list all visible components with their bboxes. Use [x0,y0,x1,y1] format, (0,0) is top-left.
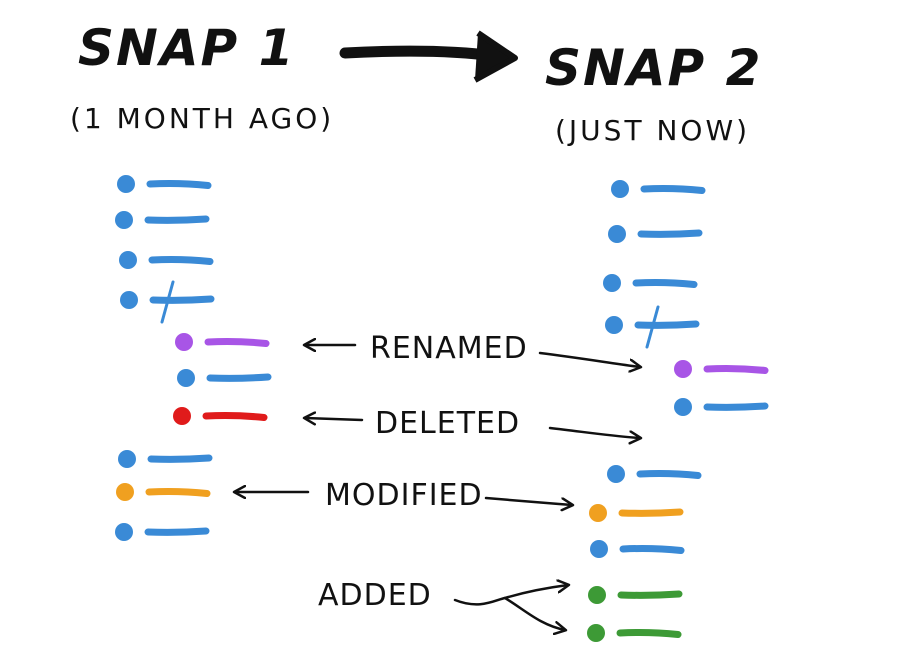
deleted-label: DELETED [375,406,520,441]
file-name-bar [640,185,706,194]
file-name-bar [634,320,700,329]
snap2-entry-unchanged [605,305,700,349]
snap1-entry-deleted [173,407,268,425]
file-dot-icon [177,369,195,387]
snap2-entry-unchanged [603,274,698,292]
file-name-bar [618,508,684,517]
file-dot-icon [674,398,692,416]
file-name-bar [206,373,272,382]
renamed-label: RENAMED [370,331,528,366]
snap2-entry-renamed [674,360,769,378]
file-name-bar [616,629,682,638]
file-dot-icon [590,540,608,558]
file-dot-icon [117,175,135,193]
file-name-bar [617,590,683,599]
snap1-entry-modified [116,483,211,501]
file-dot-icon [115,211,133,229]
added-split-arrows-icon [453,585,568,630]
snap1-entry-unchanged [115,211,210,229]
file-dot-icon [173,407,191,425]
file-dot-icon [587,624,605,642]
snap1-entry-unchanged [117,175,212,193]
renamed-right-arrow-icon [538,351,640,367]
snap2-entry-added [588,586,683,604]
file-name-bar [149,295,215,304]
added-label: ADDED [318,578,432,613]
file-name-bar [636,470,702,479]
snap2-title: SNAP 2 [545,39,762,97]
file-name-bar [148,256,214,265]
deleted-left-arrow-icon [305,418,364,420]
snap1-entry-unchanged [177,369,272,387]
file-name-bar [632,279,698,288]
file-dot-icon [118,450,136,468]
snap2-entry-unchanged [590,540,685,558]
snap1-entry-renamed [175,333,270,351]
file-dot-icon [607,465,625,483]
snap2-entry-unchanged [608,225,703,243]
snap1-subtitle: (1 MONTH AGO) [70,102,334,135]
file-dot-icon [674,360,692,378]
file-name-bar [144,215,210,224]
snap2-entry-unchanged [674,398,769,416]
snap2-entry-unchanged [611,180,706,198]
file-name-bar [619,545,685,554]
snap2-entry-unchanged [607,465,702,483]
file-name-bar [147,454,213,463]
snap2-entry-modified [589,504,684,522]
file-dot-icon [588,586,606,604]
file-name-bar [144,527,210,536]
file-dot-icon [603,274,621,292]
file-dot-icon [589,504,607,522]
modified-label: MODIFIED [325,478,483,513]
file-name-bar [202,412,268,421]
file-dot-icon [115,523,133,541]
snap2-subtitle: (JUST NOW) [555,114,750,147]
snap1-file-list [115,175,272,541]
modified-right-arrow-icon [484,496,572,505]
file-dot-icon [120,291,138,309]
file-name-bar [146,180,212,189]
snap1-entry-unchanged [120,280,215,324]
snap1-entry-unchanged [119,251,214,269]
file-dot-icon [175,333,193,351]
file-dot-icon [605,316,623,334]
file-name-bar [703,365,769,374]
file-name-bar [703,402,769,411]
file-dot-icon [611,180,629,198]
snap1-entry-unchanged [115,523,210,541]
file-dot-icon [608,225,626,243]
file-name-bar [145,488,211,497]
snap2-entry-added [587,624,682,642]
snap1-title: SNAP 1 [78,19,295,77]
file-name-bar [637,229,703,238]
file-name-bar [204,338,270,347]
deleted-right-arrow-icon [548,426,640,438]
snap2-file-list [587,180,769,642]
snap1-entry-unchanged [118,450,213,468]
file-dot-icon [119,251,137,269]
timeline-arrow-icon [339,30,518,83]
file-dot-icon [116,483,134,501]
